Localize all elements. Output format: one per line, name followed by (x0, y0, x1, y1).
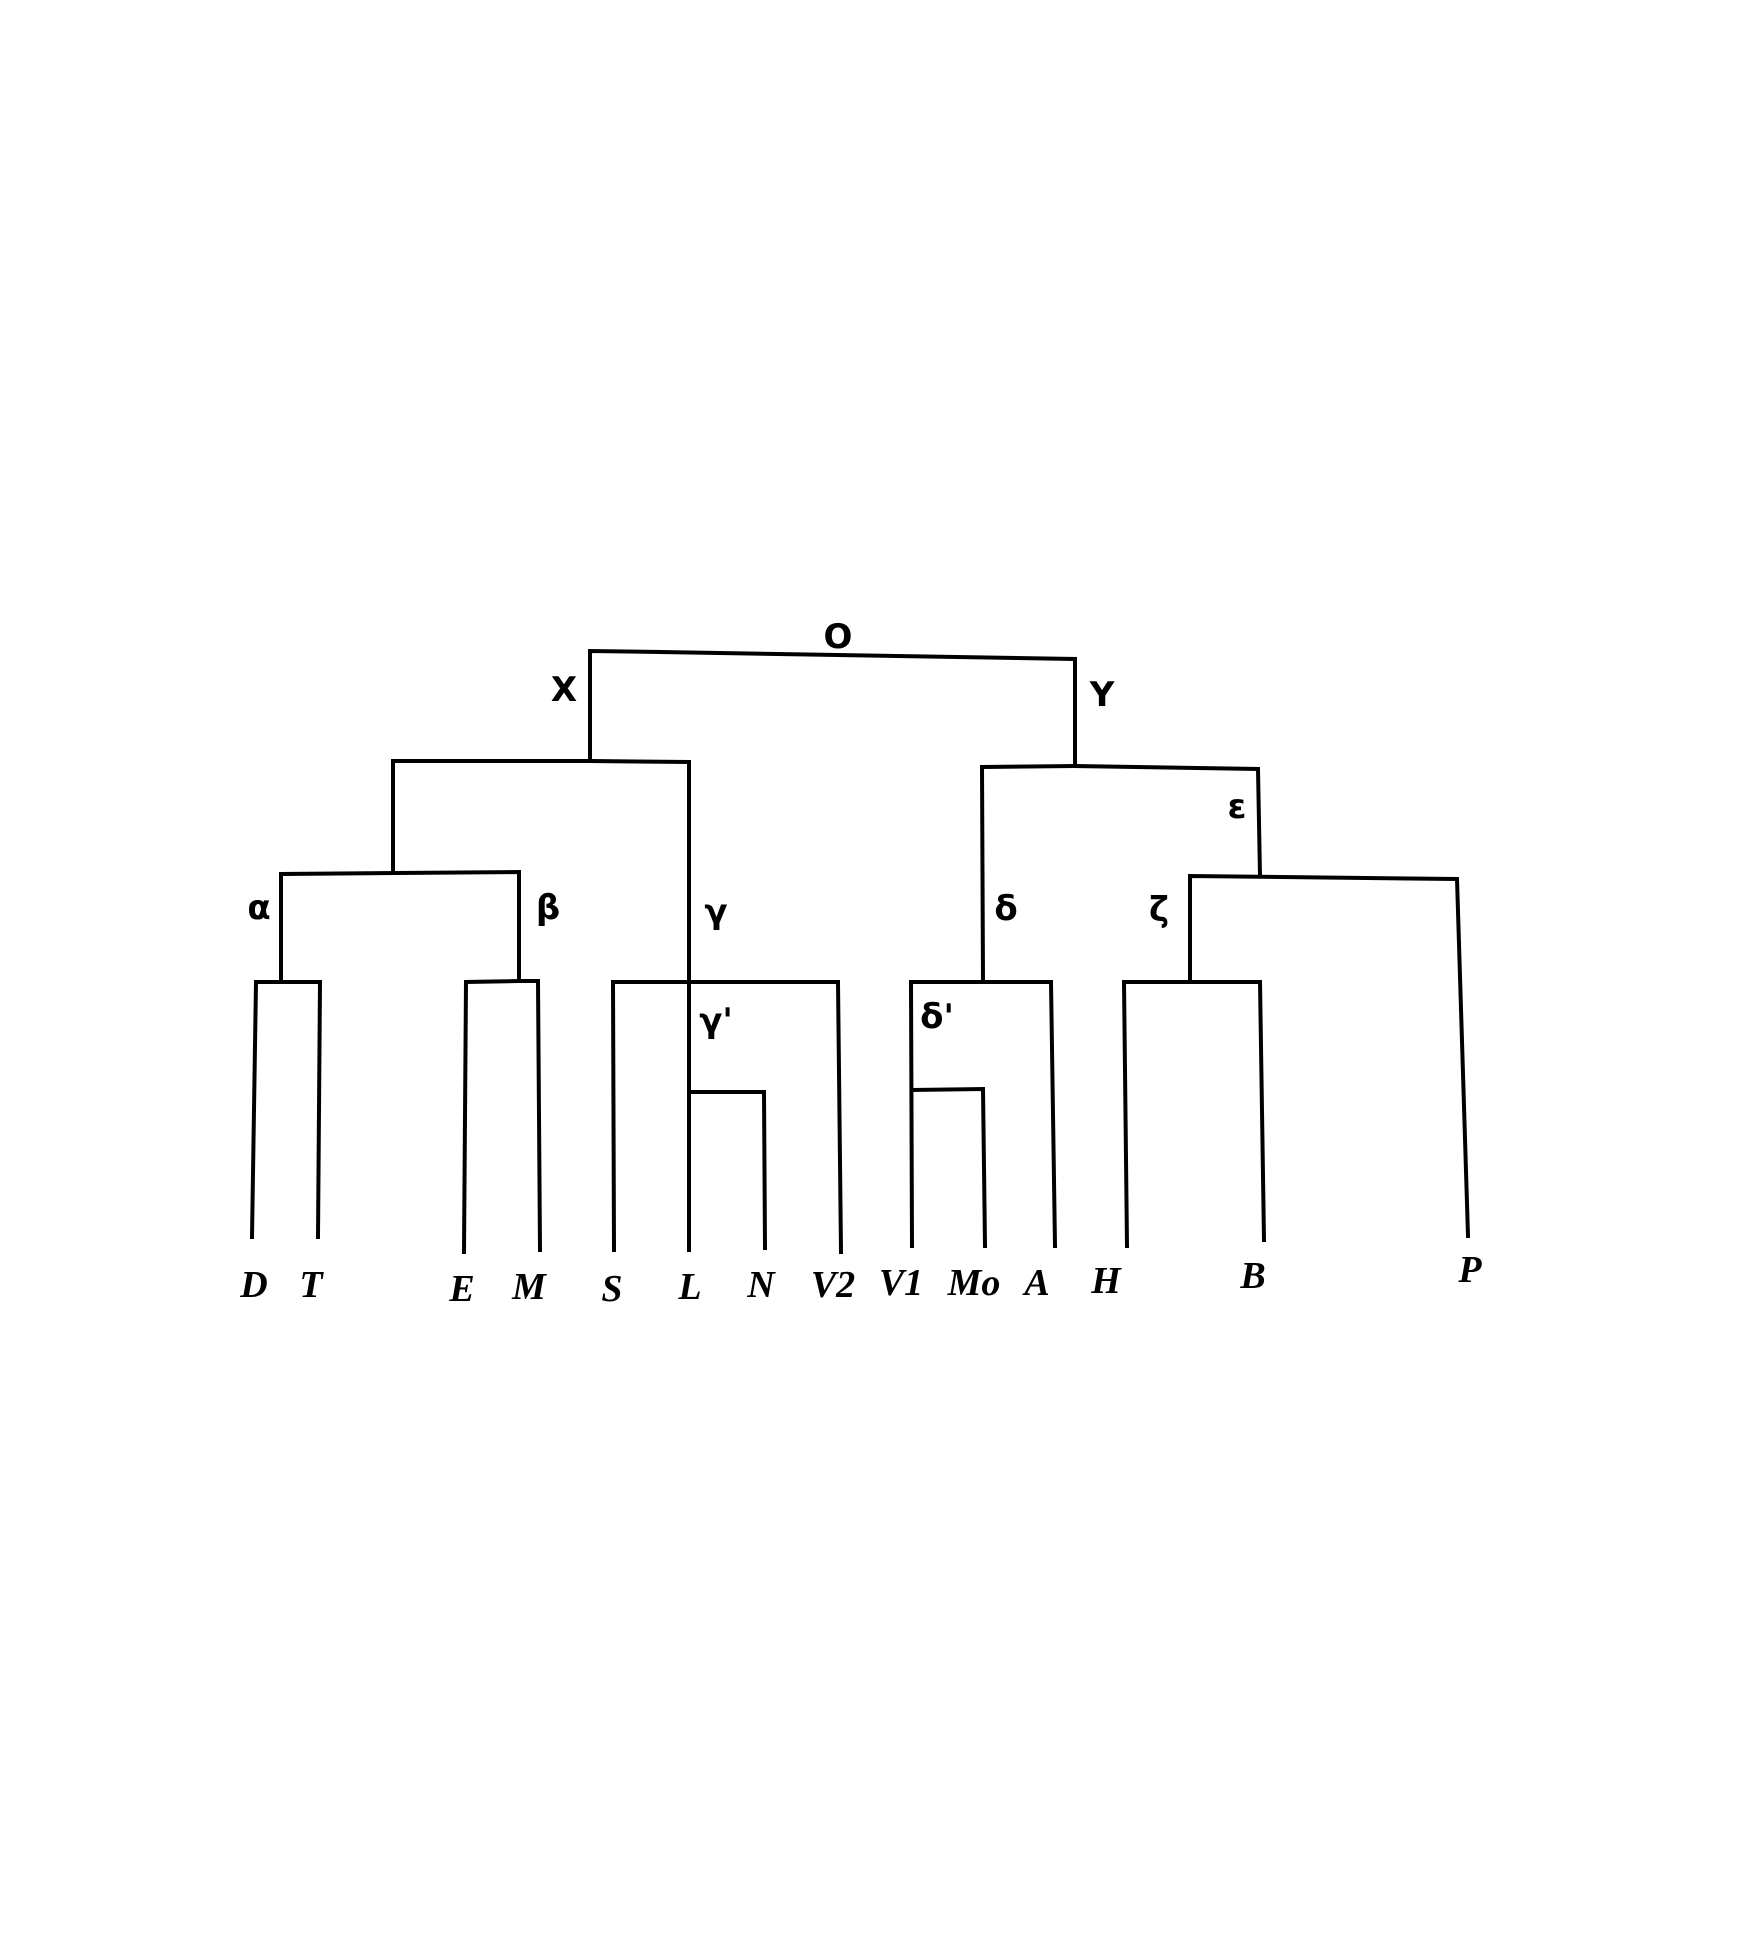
edge-x-alpha (391, 759, 592, 874)
node-label-epsilon: ε (1228, 787, 1247, 827)
node-label-alpha: α (247, 888, 270, 928)
leaf-label-e: E (448, 1268, 474, 1310)
node-label-zeta: ζ (1149, 890, 1169, 930)
edge-epsilon-zeta-p (1188, 873, 1471, 1239)
edge-o-x (588, 648, 664, 763)
edge-o-y (658, 649, 1077, 768)
edge-beta-m (517, 979, 543, 1253)
leaf-label-v2: V2 (811, 1264, 855, 1306)
leaf-label-h: H (1090, 1260, 1122, 1302)
node-labels: O X Y α β γ γ' δ δ' ε ζ (247, 617, 1246, 1041)
leaf-label-mo: Mo (947, 1262, 1001, 1304)
leaf-label-t: T (299, 1264, 324, 1306)
leaf-labels: D T E M S L N V2 V1 Mo A H B P (239, 1249, 1482, 1310)
node-label-beta: β (536, 888, 560, 928)
edge-gamma-s-v2 (610, 980, 844, 1255)
node-label-delta: δ (994, 889, 1017, 929)
node-label-gamma-prime: γ' (699, 1001, 733, 1041)
node-label-o: O (824, 617, 853, 657)
edge-y-delta (979, 763, 1078, 983)
edge-delta-deltaprime-a (908, 980, 1058, 1249)
leaf-label-n: N (746, 1264, 776, 1306)
node-label-x: X (551, 670, 577, 710)
edge-gammaprime-n (687, 1090, 768, 1251)
leaf-label-p: P (1457, 1249, 1482, 1291)
leaf-label-l: L (677, 1266, 701, 1308)
edge-deltaprime-mo (909, 1086, 988, 1249)
edge-x-gamma (587, 758, 691, 983)
stemma-edges (249, 648, 1471, 1255)
node-label-delta-prime: δ' (920, 997, 954, 1037)
edge-alpha-t (279, 980, 323, 1240)
node-label-y: Y (1089, 675, 1115, 715)
leaf-label-s: S (601, 1268, 622, 1310)
edge-zeta-h-b (1121, 980, 1267, 1249)
leaf-label-d: D (239, 1264, 267, 1306)
leaf-label-m: M (511, 1266, 547, 1308)
leaf-label-b: B (1239, 1255, 1265, 1297)
leaf-label-v1: V1 (879, 1262, 923, 1304)
edge-alpha-d (249, 980, 283, 1240)
leaf-label-a: A (1022, 1262, 1049, 1304)
edge-y-epsilon (1072, 763, 1263, 879)
edge-alpha-beta-bar (279, 869, 521, 980)
node-label-gamma: γ (704, 892, 727, 932)
edge-beta-e (461, 978, 522, 1255)
